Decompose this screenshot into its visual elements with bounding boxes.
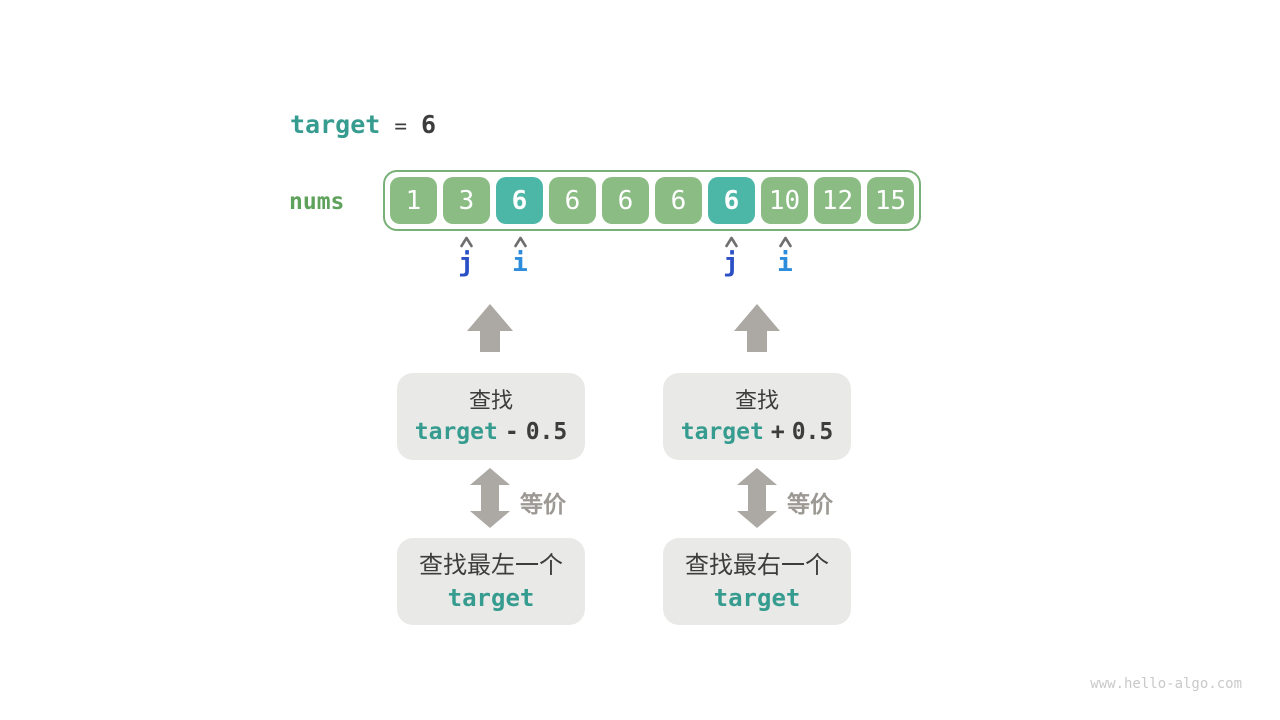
pointer-i-left: i	[500, 236, 540, 278]
pointer-i-right: i	[765, 236, 805, 278]
double-arrow-icon	[737, 468, 777, 528]
pointer-label-j: j	[458, 248, 474, 278]
array-cell: 12	[814, 177, 861, 224]
expression-variable: target	[414, 418, 498, 445]
result-box-left: 查找最左一个 target	[397, 538, 585, 625]
search-title: 查找	[734, 388, 779, 414]
expression-operand: 0.5	[525, 418, 568, 445]
pointer-label-i: i	[777, 248, 793, 278]
target-value: 6	[420, 110, 437, 139]
search-box-left: 查找 target - 0.5	[397, 373, 585, 460]
target-assignment: target = 6	[290, 110, 436, 139]
caret-up-icon	[724, 236, 738, 248]
pointer-label-i: i	[512, 248, 528, 278]
array-cell: 6	[549, 177, 596, 224]
search-title: 查找	[468, 388, 513, 414]
caret-up-icon	[778, 236, 792, 248]
result-variable: target	[447, 584, 535, 613]
expression-operand: 0.5	[791, 418, 834, 445]
pointer-j-right: j	[711, 236, 751, 278]
array-cell: 6	[655, 177, 702, 224]
array-cell: 6	[708, 177, 755, 224]
array-cell: 6	[496, 177, 543, 224]
equivalence-label-left: 等价	[520, 491, 566, 517]
target-variable: target	[290, 110, 381, 139]
expression-variable: target	[680, 418, 764, 445]
nums-label: nums	[289, 189, 345, 215]
expression-operator: -	[504, 418, 519, 445]
array-cell: 10	[761, 177, 808, 224]
watermark: www.hello-algo.com	[1090, 676, 1242, 692]
expression-operator: +	[770, 418, 785, 445]
pointer-label-j: j	[723, 248, 739, 278]
equals-sign: =	[394, 114, 407, 138]
array-cell: 3	[443, 177, 490, 224]
search-expression: target + 0.5	[680, 418, 834, 445]
up-arrow-icon	[467, 304, 513, 352]
caret-up-icon	[459, 236, 473, 248]
result-box-right: 查找最右一个 target	[663, 538, 851, 625]
result-title: 查找最右一个	[685, 551, 829, 579]
array-cell: 6	[602, 177, 649, 224]
array-cell: 15	[867, 177, 914, 224]
equivalence-label-right: 等价	[787, 491, 833, 517]
array-cell: 1	[390, 177, 437, 224]
search-box-right: 查找 target + 0.5	[663, 373, 851, 460]
result-variable: target	[713, 584, 801, 613]
nums-array: 1 3 6 6 6 6 6 10 12 15	[383, 170, 921, 231]
result-title: 查找最左一个	[419, 551, 563, 579]
up-arrow-icon	[734, 304, 780, 352]
pointer-j-left: j	[446, 236, 486, 278]
search-expression: target - 0.5	[414, 418, 568, 445]
double-arrow-icon	[470, 468, 510, 528]
caret-up-icon	[513, 236, 527, 248]
